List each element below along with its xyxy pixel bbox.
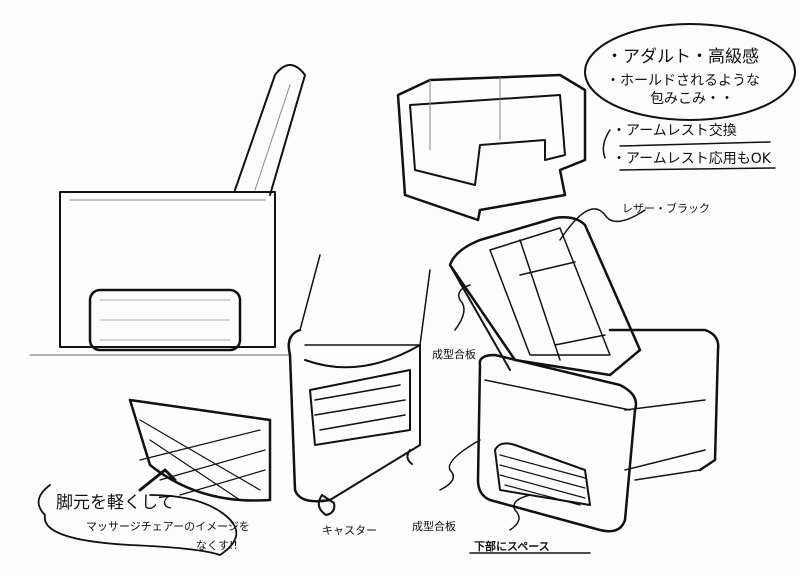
note-plywood-upper: 成型合板 bbox=[432, 348, 476, 361]
note-hold-wrap-2: 包みこみ・・ bbox=[650, 91, 734, 107]
concept-ellipse bbox=[584, 23, 796, 121]
note-adult-luxury: ・アダルト・高級感 bbox=[606, 47, 759, 67]
note-plywood-lower: 成型合板 bbox=[412, 520, 456, 533]
note-hold-wrap: ・ホールドされるような bbox=[606, 73, 760, 89]
note-lighten-feet: 脚元を軽くして bbox=[56, 493, 175, 513]
note-caster: キャスター bbox=[322, 524, 377, 537]
note-eliminate: なくす!! bbox=[196, 539, 238, 552]
note-no-massage-chair: マッサージチェアーのイメージを bbox=[86, 520, 250, 533]
note-leather-black: レザー・ブラック bbox=[622, 202, 710, 215]
note-armrest-exchange: ・アームレスト交換 bbox=[612, 123, 737, 139]
side-view-chair bbox=[29, 64, 431, 516]
note-armrest-application: ・アームレスト応用もOK bbox=[612, 151, 771, 167]
armrest-box-sketch bbox=[396, 73, 587, 222]
note-space-below: 下部にスペース bbox=[474, 540, 550, 553]
main-chair-sketch bbox=[448, 216, 720, 533]
